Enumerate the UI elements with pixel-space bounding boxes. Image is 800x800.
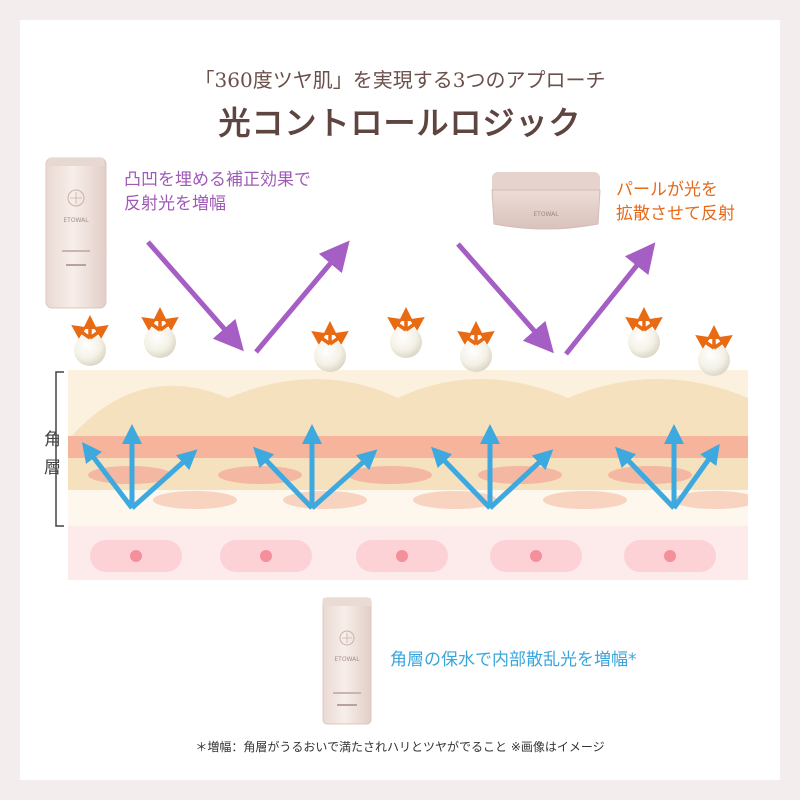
epidermis-cells [90,540,716,572]
jar-brand-label: ETOWAL [533,211,559,218]
right-caption-line2: 拡散させて反射 [616,204,735,224]
tube-brand-label: ETOWAL [63,217,89,224]
powder-jar-product: ETOWAL [491,172,601,230]
left-caption: 凸凹を埋める補正効果で 反射光を増幅 [124,168,311,216]
skin-texture-domes [68,379,748,490]
reflection-arrows [146,240,656,356]
bottom-caption: 角層の保水で内部散乱光を増幅* [390,650,637,670]
infographic-card: 「360度ツヤ肌」を実現する3つのアプローチ 光コントロールロジック 凸凹を埋め… [20,20,780,780]
right-caption-line1: パールが光を [616,180,718,200]
left-caption-line1: 凸凹を埋める補正効果で [124,170,311,190]
subtitle: 「360度ツヤ肌」を実現する3つのアプローチ [194,68,606,92]
skin-cross-section [68,370,748,580]
left-caption-line2: 反射光を増幅 [124,194,226,214]
page-title: 光コントロールロジック [218,104,582,142]
footnote: ＊増幅：角層がうるおいで満たされハリとツヤがでること ※画像はイメージ [195,740,605,754]
layer-bracket [55,371,64,527]
light-logic-diagram: ETOWAL ETOWAL ETOWAL [45,157,748,725]
essence-bottle-product: ETOWAL [322,597,372,725]
pearl-particles [74,326,730,376]
moisture-band [68,436,748,458]
pearl-scatter-arrows [71,307,733,350]
internal-scatter-arrows [81,424,720,510]
primer-tube-product: ETOWAL [45,157,107,309]
bottle-brand-label: ETOWAL [334,656,360,663]
right-caption: パールが光を 拡散させて反射 [616,178,735,226]
